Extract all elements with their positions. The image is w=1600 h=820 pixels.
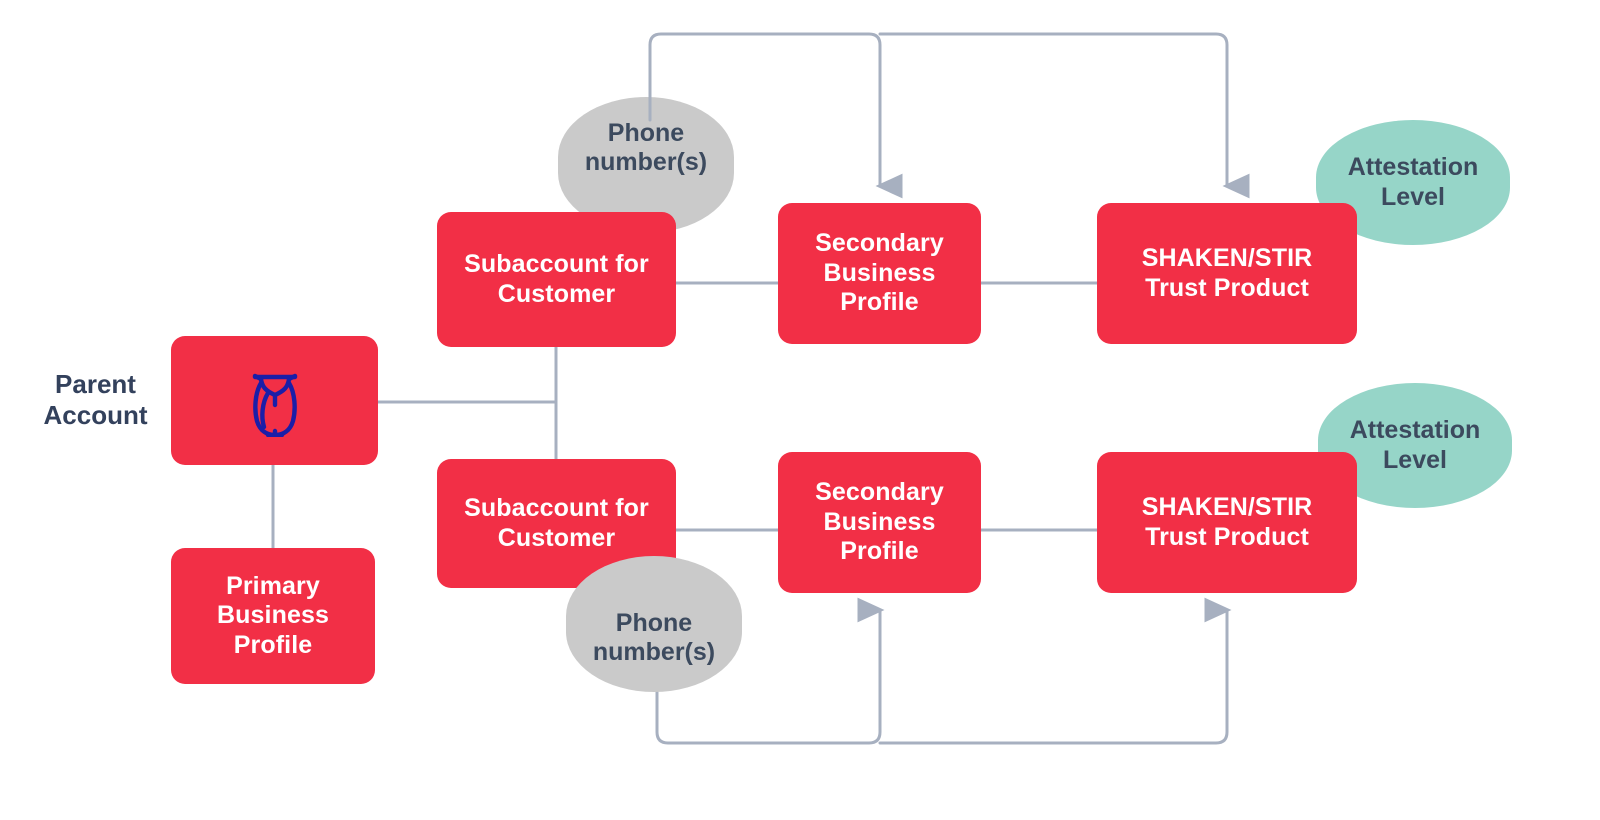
parent-account-box[interactable] [171, 336, 378, 465]
secondary-business-profile-top-label: Secondary Business Profile [815, 229, 944, 317]
attestation-level-top-label: Attestation Level [1347, 153, 1479, 211]
edge-phone-bottom-to-trust-bottom [878, 597, 1232, 745]
primary-business-profile-box[interactable]: Primary Business Profile [171, 548, 375, 684]
phone-numbers-top-label: Phone number(s) [584, 118, 708, 177]
primary-business-profile-label: Primary Business Profile [217, 571, 329, 659]
parent-account-label: Parent Account [38, 369, 153, 431]
secondary-business-profile-bottom-label: Secondary Business Profile [815, 478, 944, 566]
trust-product-top-label: SHAKEN/STIR Trust Product [1141, 244, 1313, 302]
owl-icon [171, 336, 378, 465]
trust-product-bottom-label: SHAKEN/STIR Trust Product [1141, 493, 1313, 551]
attestation-level-bottom-label: Attestation Level [1349, 416, 1481, 474]
subaccount-top-box[interactable]: Subaccount for Customer [437, 212, 676, 347]
parent-account-label-line2: Account [43, 400, 148, 431]
phone-numbers-bottom-label: Phone number(s) [592, 608, 716, 667]
subaccount-bottom-box[interactable]: Subaccount for Customer [437, 459, 676, 588]
phone-numbers-bottom-bubble[interactable]: Phone number(s) [566, 556, 742, 692]
secondary-business-profile-bottom-box[interactable]: Secondary Business Profile [778, 452, 981, 593]
parent-account-label-line1: Parent [55, 369, 136, 399]
secondary-business-profile-top-box[interactable]: Secondary Business Profile [778, 203, 981, 344]
subaccount-top-label: Subaccount for Customer [464, 250, 649, 308]
subaccount-bottom-label: Subaccount for Customer [464, 494, 649, 552]
trust-product-bottom-box[interactable]: SHAKEN/STIR Trust Product [1097, 452, 1357, 593]
trust-product-top-box[interactable]: SHAKEN/STIR Trust Product [1097, 203, 1357, 344]
edge-phone-top-to-trust-top [878, 32, 1250, 199]
